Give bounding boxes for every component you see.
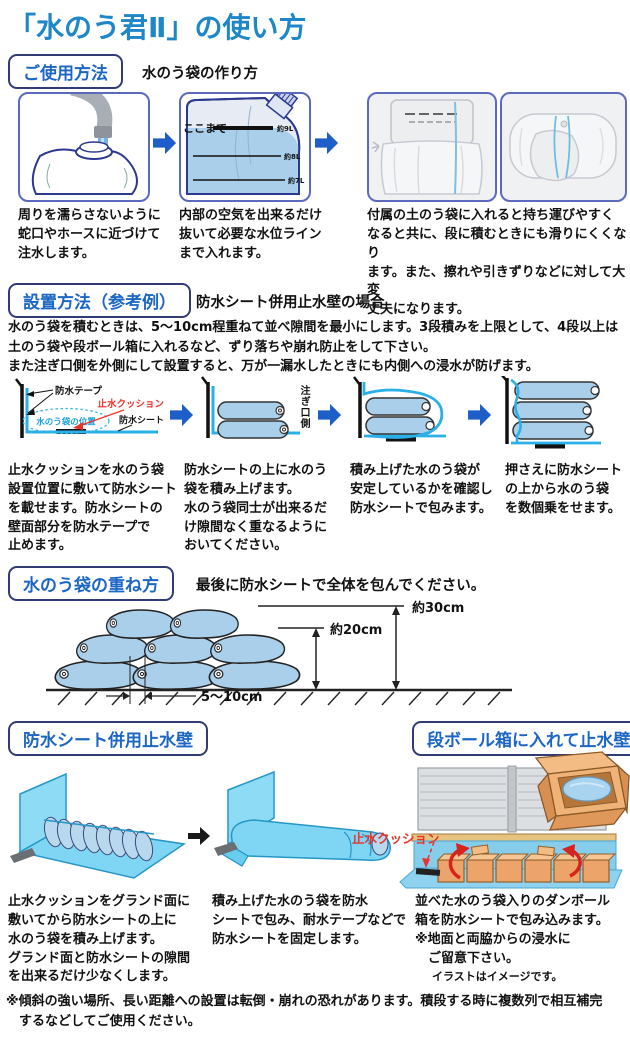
finished-bag-photo-icon <box>509 113 617 182</box>
diagram-press-bags <box>501 376 601 449</box>
section-header-sheet-wall: 防水シート併用止水壁 <box>8 721 208 756</box>
installation-caption-4: 押さえに防水シート の上から水のう袋 を数個乗をせます。 <box>505 463 623 516</box>
cushion-label: 止水クッション <box>97 398 164 410</box>
illustration-water-level: ここまで 約9L 約8L 約7L <box>179 86 311 202</box>
installation-caption-2: 防水シートの上に水のう 袋を積み上げます。 水のう袋同士が出来るだ け隙間なく重… <box>184 463 328 554</box>
bag-position-label: 水のう袋の位置 <box>35 417 96 428</box>
illustration-sheet-wall-step2 <box>214 770 391 867</box>
illustration-box-wall <box>399 751 630 889</box>
dim-30cm-label: 約30cm <box>412 600 464 616</box>
spout-side-label: 注ぎ口側 <box>298 385 309 429</box>
dim-overlap-label: 5～10cm <box>201 690 262 705</box>
footer-warning: ※傾斜の強い場所、長い距離への設置は転倒・崩れの恐れがあります。積段する時に複数… <box>6 994 603 1029</box>
diagram-cushion-and-sheet: 水のう袋の位置 防水テープ 止水クッション 防水シート <box>15 378 164 438</box>
box-wall-caption: 並べた水のう袋入りのダンボール 箱を防水シートで包み込みます。 ※地面と両脇から… <box>415 894 611 966</box>
photo-finished-bag <box>500 92 627 202</box>
arrow-right-icon <box>468 403 492 427</box>
installation-intro: 水のう袋を積むときは、5～10cm程重ねて並べ隙間を最小にします。3段積みを上限… <box>8 320 619 374</box>
sheet-wall-caption-1: 止水クッションをグランド面に 敷いてから防水シートの上に 水のう袋を積み上げます… <box>8 894 191 985</box>
stacking-subtitle: 最後に防水シートで全体を包んでください。 <box>196 578 486 594</box>
box-wall-disclaimer: イラストはイメージです。 <box>432 970 563 983</box>
usage-caption-3: 付属の土のう袋に入れると持ち運びやすく なると共に、段に積むときにも滑りにくくな… <box>367 208 627 318</box>
faucet-icon <box>31 80 138 195</box>
cushion-callout-label: 止水クッション <box>352 831 440 846</box>
fill-line-label: ここまで <box>183 122 227 135</box>
diagram-stacking-dimensions: 約30cm 約20cm 5～10cm <box>46 600 512 706</box>
arrow-right-icon <box>170 403 194 427</box>
water-bag-icon: ここまで 約9L 約8L 約7L <box>183 86 305 195</box>
illustration-fill-from-faucet <box>18 80 150 202</box>
tape-label: 防水テープ <box>55 385 102 397</box>
level-7l-label: 約7L <box>288 176 305 185</box>
installation-subtitle: 防水シート併用止水壁の場合 <box>196 295 385 311</box>
arrow-right-icon <box>315 131 339 155</box>
level-9l-label: 約9L <box>277 124 294 133</box>
installation-caption-3: 積み上げた水のう袋が 安定しているかを確認し 防水シートで包みます。 <box>350 463 493 516</box>
sandbag-photo-icon <box>371 99 483 195</box>
section-header-installation: 設置方法（参考例） <box>8 283 191 318</box>
diagram-stack-bags <box>201 376 300 439</box>
arrow-right-icon <box>318 403 342 427</box>
usage-caption-1: 周りを濡らさないように 蛇口やホースに近づけて 注水します。 <box>18 208 161 261</box>
arrow-right-black-icon <box>188 827 210 845</box>
usage-caption-2: 内部の空気を出来るだけ 抜いて必要な水位ライン まで入れます。 <box>179 208 323 261</box>
level-8l-label: 約8L <box>284 152 301 161</box>
diagram-wrap-sheet <box>353 376 446 442</box>
section-header-box-wall: 段ボール箱に入れて止水壁 <box>412 721 630 756</box>
dim-20cm-label: 約20cm <box>330 622 382 638</box>
section-header-usage: ご使用方法 <box>8 54 123 89</box>
page-title: 「水のう君Ⅱ」の使い方 <box>8 11 307 44</box>
section-header-stacking: 水のう袋の重ね方 <box>8 566 174 601</box>
installation-caption-1: 止水クッションを水のう袋 設置位置に敷いて防水シート を載せます。防水シートの … <box>8 463 177 554</box>
sheet-label: 防水シート <box>119 414 164 426</box>
arrow-right-icon <box>153 131 177 155</box>
sheet-wall-caption-2: 積み上げた水のう袋を防水 シートで包み、耐水テープなどで 防水シートを固定します… <box>212 894 406 947</box>
usage-subtitle: 水のう袋の作り方 <box>142 66 258 82</box>
photo-bag-in-sandbag <box>367 92 497 202</box>
illustration-sheet-wall-step1 <box>10 772 187 879</box>
